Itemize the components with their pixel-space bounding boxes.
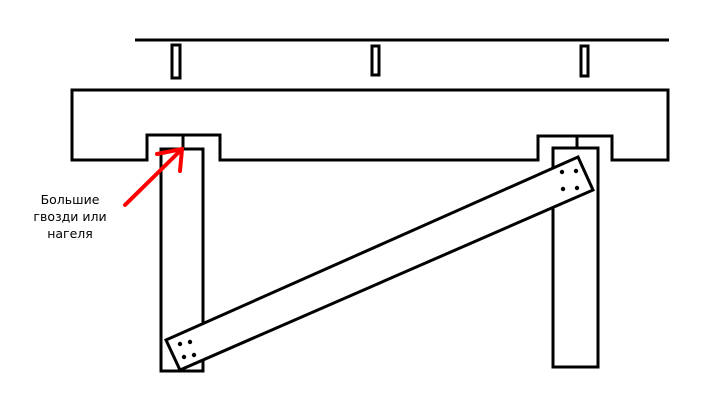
slot-right [579,44,590,78]
nails-label-line-3: нагеля [47,226,93,241]
slot-middle [370,44,381,77]
diagonal-brace [163,155,595,372]
nails-label: Большие гвозди или нагеля [10,191,130,242]
bolt [187,339,193,345]
nails-label-line-1: Большие [40,192,100,207]
bolt [177,341,183,347]
bolt [181,354,187,360]
brace-bolts [177,168,580,360]
slot-left [170,43,182,80]
crossbeam [70,88,670,162]
bolt [573,168,579,174]
red-arrow-icon [123,147,184,207]
bolt [191,352,197,358]
bolt [559,169,565,175]
nails-label-line-2: гвозди или [33,209,107,224]
bolt [560,186,566,192]
bolt [574,185,580,191]
